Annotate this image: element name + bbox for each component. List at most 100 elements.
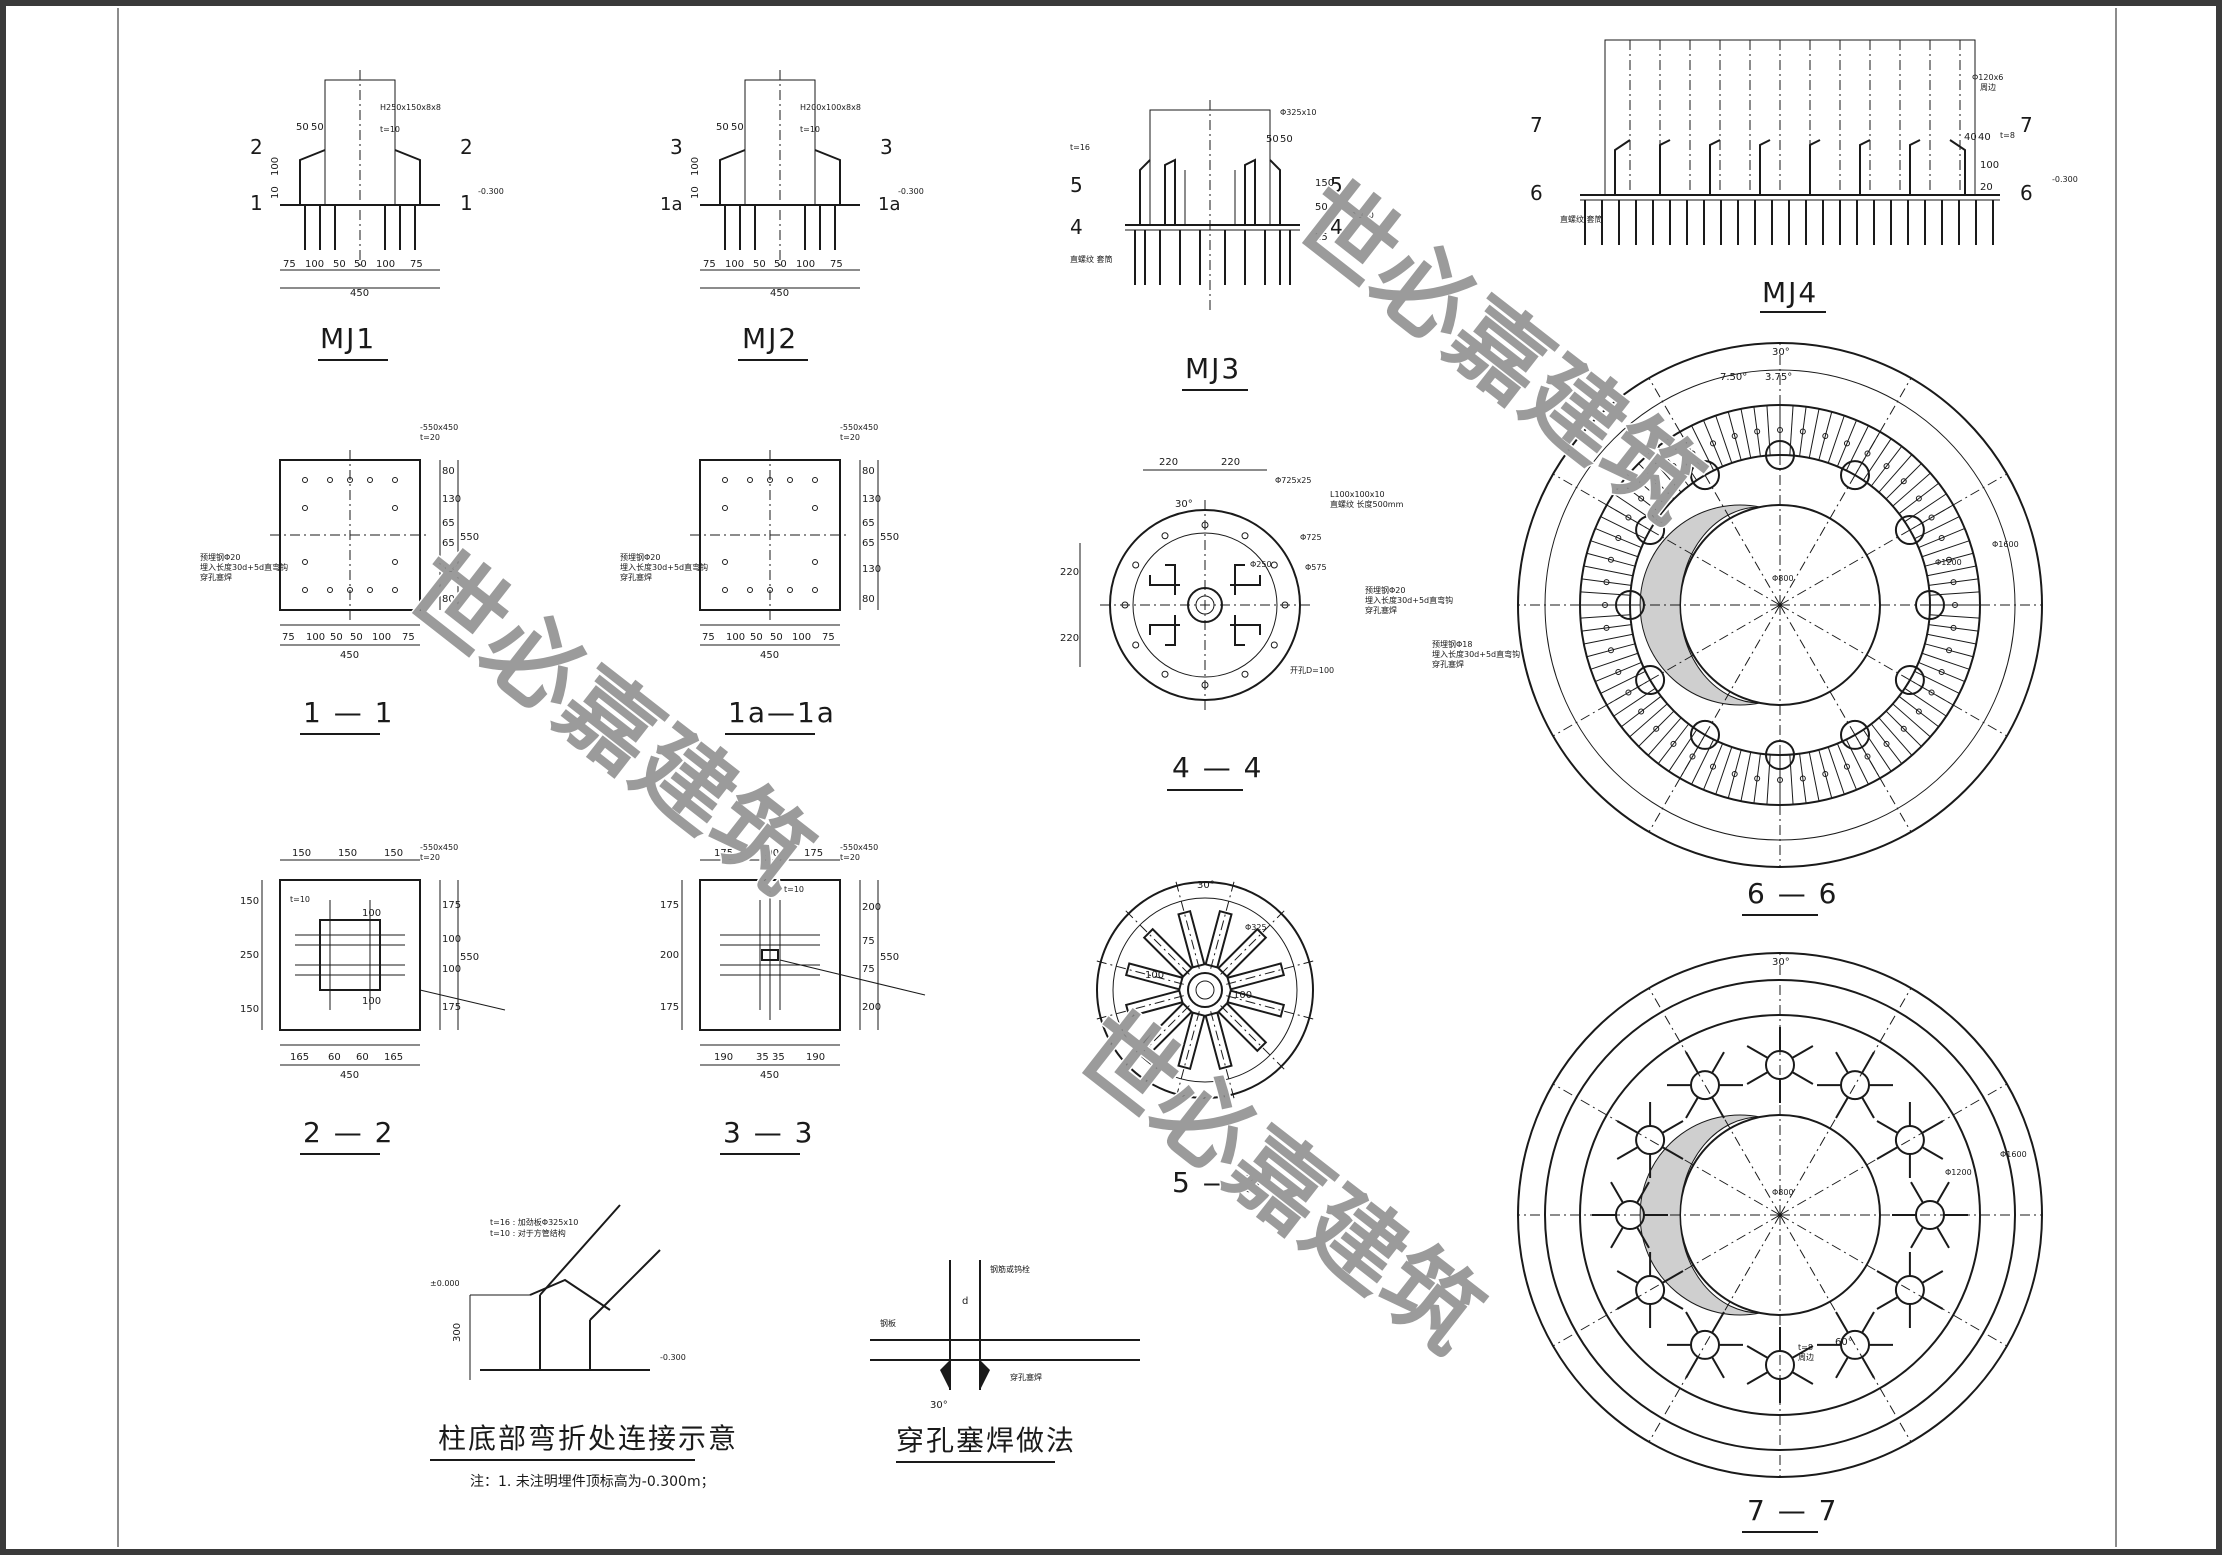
stiffener — [1835, 1311, 1849, 1334]
s22-db-3: 165 — [384, 1052, 403, 1063]
stiffener — [1746, 1371, 1769, 1385]
anchor-hole — [1754, 775, 1761, 782]
stiffener — [1861, 1311, 1875, 1334]
radial-rib — [1892, 703, 1931, 738]
anchor-hole — [1281, 601, 1289, 609]
anchor-hole — [1777, 427, 1783, 433]
anchor-hole — [1625, 514, 1632, 521]
anchor-hole — [1864, 450, 1871, 457]
anchor-hole — [367, 587, 373, 593]
radial-rib — [1892, 472, 1931, 507]
anchor-hole — [1938, 668, 1945, 675]
s44-label-8: 穿孔塞焊 — [1365, 605, 1397, 615]
s66-label-1: 3.75° — [1765, 372, 1792, 383]
anchor-hole — [787, 477, 793, 483]
radial-axis — [1125, 1005, 1190, 1070]
bend-note-1: t=10 : 对于方管结构 — [490, 1228, 566, 1238]
anchor-hole — [1603, 624, 1610, 631]
mj4-anchor-note: 直螺纹 套筒 — [1560, 214, 1603, 224]
stiffener — [1921, 1146, 1944, 1160]
radial-rib — [1928, 624, 1979, 632]
anchor-hole — [1799, 428, 1806, 435]
radial-rib — [1727, 411, 1742, 461]
s55-label-1: 100 — [1145, 970, 1164, 981]
radial-rib — [1924, 643, 1974, 658]
s1a-db-4: 100 — [792, 632, 811, 643]
footnote: 注：1. 未注明埋件顶标高为-0.300m； — [470, 1473, 715, 1490]
section-7-7: 30° Φ1600 Φ1200 Φ800 60° t=8 周边 7 — 7 — [1517, 952, 2043, 1533]
stiffener — [1746, 1345, 1769, 1359]
s77-label-3: 60° — [1835, 1337, 1853, 1348]
radial-axis — [1779, 604, 1912, 833]
stiffener — [1835, 1051, 1849, 1074]
column-pipe — [1690, 1329, 1720, 1360]
s22-db-2: 60 — [356, 1052, 369, 1063]
s1a-left-note-0: 预埋钢Φ20 — [620, 552, 660, 562]
radial-rib — [1898, 695, 1939, 728]
s22-dt-2: 150 — [384, 848, 403, 859]
mj1-dim-4: 100 — [376, 259, 395, 270]
anchor-hole — [1241, 670, 1249, 678]
anchor-hole — [1710, 763, 1717, 770]
s44-label-6: 预埋钢Φ20 — [1365, 585, 1405, 595]
radial-rib — [1918, 528, 1965, 549]
mj4-cut-top-r: 7 — [2020, 113, 2033, 137]
plug-label-0: 钢筋或钨栓 — [990, 1264, 1030, 1274]
s44-label-7: 埋入长度30d+5d直弯钩 — [1365, 595, 1453, 605]
mj2-cut-bottom-l: 1a — [660, 194, 682, 215]
anchor-hole — [722, 477, 728, 483]
stiffener — [1876, 1120, 1899, 1134]
s22-total: 450 — [340, 1070, 359, 1081]
anchor-hole — [1201, 681, 1209, 689]
mj2-note-t: t=10 — [800, 125, 820, 134]
radial-rib — [1918, 661, 1965, 682]
radial-rib — [1638, 710, 1675, 747]
radial-rib — [1927, 633, 1977, 645]
s11-db-5: 75 — [402, 632, 415, 643]
stiffener — [1936, 1181, 1950, 1204]
anchor-hole — [302, 477, 308, 483]
anchor-hole — [327, 477, 333, 483]
radial-rib — [1715, 746, 1733, 795]
anchor-hole — [1603, 579, 1610, 586]
plug-label-3: d — [962, 1296, 968, 1307]
s77-label-1: Φ1200 — [1945, 1168, 1972, 1177]
column-pipe — [1894, 665, 1925, 695]
mj1-dim-side-0: 100 — [270, 157, 281, 176]
column-pipe — [1894, 515, 1925, 545]
mj4-dim-side-0: 100 — [1980, 160, 1999, 171]
stiffener — [1861, 1356, 1875, 1379]
mj2-dim-side-1: 10 — [690, 186, 701, 199]
anchor-hole — [1883, 463, 1890, 470]
plug-title: 穿孔塞焊做法 — [896, 1424, 1076, 1457]
plug-label-4: 30° — [930, 1400, 948, 1411]
mj1-title: MJ1 — [320, 322, 376, 355]
s11-db-3: 50 — [350, 632, 363, 643]
mj2-dim-0: 75 — [703, 259, 716, 270]
anchor-hole — [1822, 432, 1829, 439]
anchor-hole — [1653, 478, 1660, 485]
stiffener — [1685, 1356, 1699, 1379]
mj2-note-top: H200x100x8x8 — [800, 103, 861, 112]
anchor-hole — [1653, 725, 1660, 732]
anchor-hole — [1799, 775, 1806, 782]
anchor-hole — [722, 587, 728, 593]
s33-db-1: 35 — [756, 1052, 769, 1063]
radial-rib — [1827, 746, 1845, 795]
s55-title: 5 — 5 — [1172, 1166, 1263, 1199]
anchor-hole — [1670, 740, 1677, 747]
stiffener — [1746, 1071, 1769, 1085]
s11-dr-1: 130 — [442, 494, 461, 505]
radial-rib — [1885, 710, 1922, 747]
radial-rib — [1753, 406, 1761, 457]
detail-mj3: 5 5 4 4 t=16 Φ325x10 直螺纹 套筒 50 50 150 50… — [1070, 100, 1374, 391]
s11-dr-4: 130 — [442, 564, 461, 575]
column-pipe — [1765, 1350, 1795, 1380]
anchor-hole — [1689, 753, 1696, 760]
anchor-hole — [767, 587, 773, 593]
s33-dl-1: 200 — [660, 950, 679, 961]
column-pipe — [1765, 1050, 1795, 1080]
mj1-note-top: H250x150x8x8 — [380, 103, 441, 112]
anchor-hole — [1938, 535, 1945, 542]
anchor-hole — [787, 587, 793, 593]
